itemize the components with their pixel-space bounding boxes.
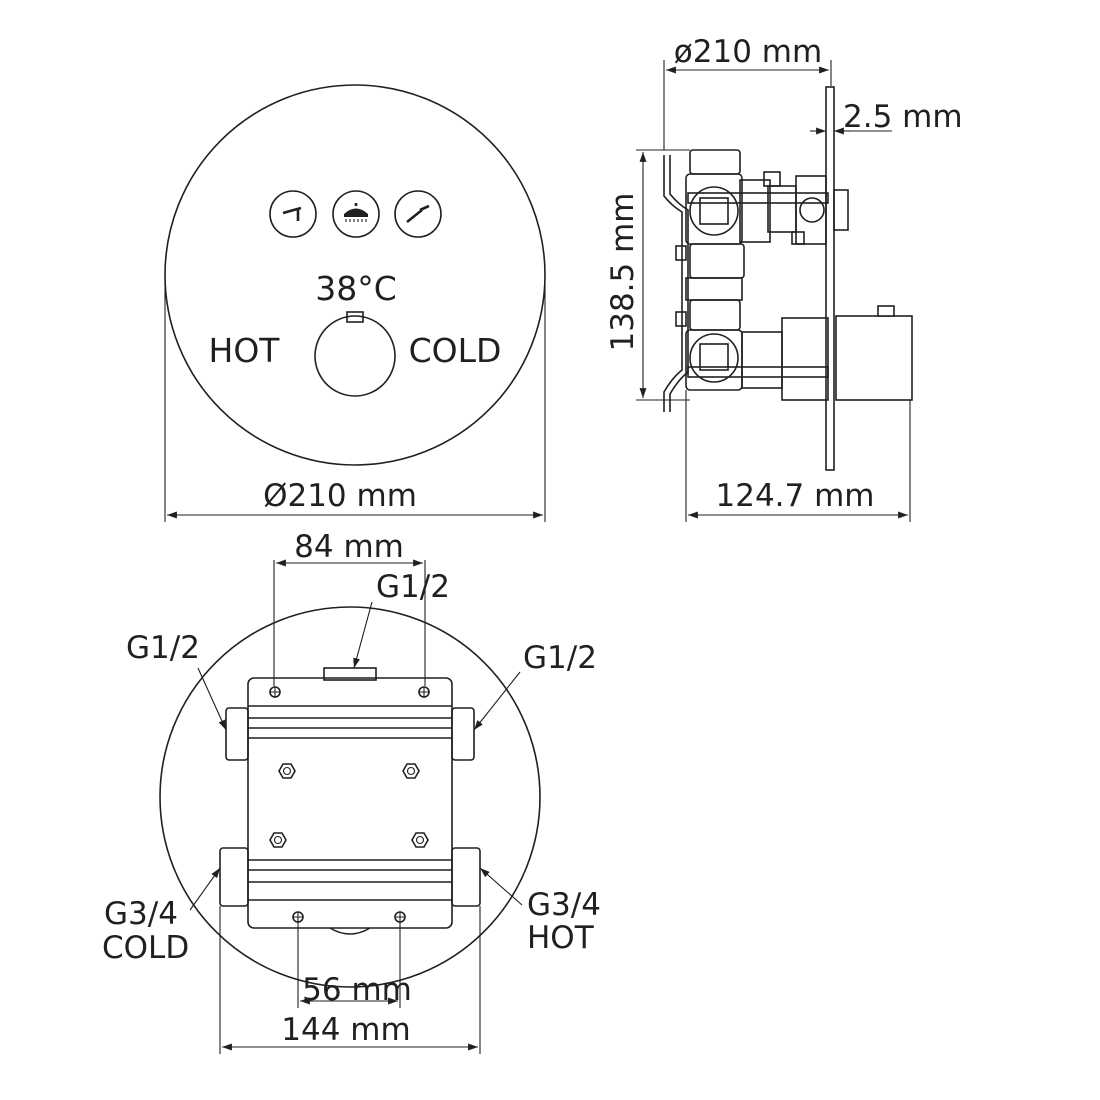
valve-body-rear	[247, 677, 453, 929]
spout-icon	[282, 206, 302, 221]
hex-nut	[269, 832, 287, 848]
mounting-hole	[269, 686, 281, 698]
hot-inlet-label: HOT	[527, 920, 595, 956]
hot-label: HOT	[209, 331, 281, 370]
plate-thickness-dimension: 2.5 mm	[843, 99, 963, 135]
rear-view: 84 mm G1/2 G1/2 G1/2 G3/4 COLD G3/4 HOT …	[102, 529, 601, 1054]
right-outlet-label: G1/2	[523, 640, 597, 676]
side-knob-housing	[835, 315, 913, 401]
bottom-hole-spacing-dimension: 56 mm	[302, 972, 412, 1008]
temperature-label: 38°C	[315, 269, 397, 308]
top-outlet-label: G1/2	[376, 569, 450, 605]
hand-shower-button	[394, 190, 442, 238]
cold-label: COLD	[409, 331, 502, 370]
front-view: 38°C HOT COLD Ø210 mm	[164, 84, 546, 522]
hex-nut	[402, 763, 420, 779]
mounting-hole	[394, 911, 406, 923]
side-view: ø210 mm 2.5 mm 138.5 mm 124.7 mm	[605, 34, 963, 522]
mounting-hole	[292, 911, 304, 923]
cold-inlet-label: COLD	[102, 930, 189, 966]
shower-head-icon	[344, 203, 368, 222]
plate-diameter-dimension: ø210 mm	[674, 34, 822, 70]
hex-nut	[411, 832, 429, 848]
front-cover-plate	[164, 84, 546, 466]
hex-nut	[278, 763, 296, 779]
left-outlet-label: G1/2	[126, 630, 200, 666]
hand-shower-icon	[406, 204, 430, 224]
top-hole-spacing-dimension: 84 mm	[294, 529, 404, 565]
spout-button	[269, 190, 317, 238]
rear-cover-outline	[159, 606, 541, 988]
front-diameter-dimension: Ø210 mm	[263, 478, 417, 514]
height-dimension: 138.5 mm	[605, 193, 641, 352]
cold-inlet-size-label: G3/4	[104, 896, 178, 932]
hot-inlet-size-label: G3/4	[527, 887, 601, 923]
mounting-bracket	[663, 155, 689, 412]
overall-width-dimension: 144 mm	[281, 1012, 410, 1048]
shower-head-button	[332, 190, 380, 238]
side-cover-plate	[825, 86, 835, 471]
depth-dimension: 124.7 mm	[716, 478, 875, 514]
mounting-hole	[418, 686, 430, 698]
thermostat-knob	[314, 315, 396, 397]
